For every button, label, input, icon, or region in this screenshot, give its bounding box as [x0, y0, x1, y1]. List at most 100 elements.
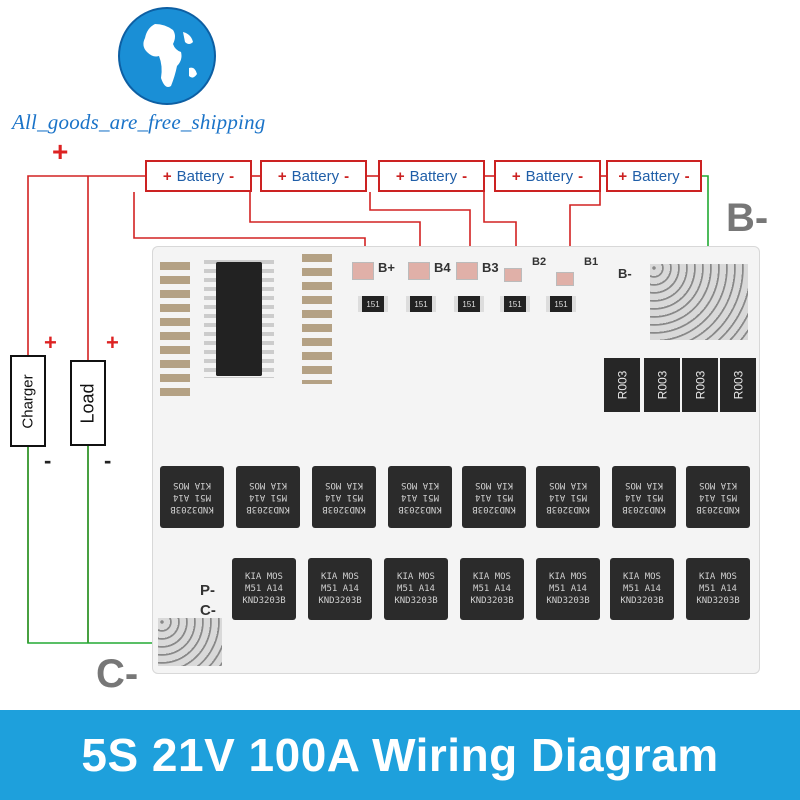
mosfet-text: M51 A14 — [475, 492, 513, 502]
battery-minus-sign: - — [462, 167, 468, 185]
mosfet-text: M51 A14 — [699, 584, 737, 594]
mosfet-text: M51 A14 — [325, 492, 363, 502]
charger-plus-sign: + — [44, 330, 57, 355]
mosfet-text: KIA MOS — [321, 572, 359, 582]
battery-plus-sign: + — [162, 167, 172, 185]
mosfet-text: M51 A14 — [397, 584, 435, 594]
battery-5: + Battery - — [606, 160, 702, 192]
mosfet-text: KND3203B — [696, 504, 740, 514]
pad-b2 — [504, 268, 522, 282]
pad-label-b-plus: B+ — [378, 260, 395, 275]
resistor-151: 151 — [406, 296, 436, 312]
b-minus-label: B- — [726, 196, 769, 240]
battery-plus-sign: + — [618, 167, 628, 185]
shunt-resistor-code: R003 — [655, 370, 669, 400]
pad-label-c-minus: C- — [200, 602, 216, 619]
load-minus-sign: - — [104, 448, 112, 473]
shunt-resistor-code: R003 — [693, 370, 707, 400]
shunt-resistor-code: R003 — [731, 370, 745, 400]
shunt-resistor: R003 — [682, 358, 718, 412]
battery-label: Battery — [176, 167, 225, 185]
resistor-151: 151 — [454, 296, 484, 312]
mosfet-text: M51 A14 — [249, 492, 287, 502]
mosfet-text: KIA MOS — [475, 480, 513, 490]
resistor-151: 151 — [358, 296, 388, 312]
battery-label: Battery — [632, 167, 680, 185]
pad-label-b3: B3 — [482, 260, 499, 275]
mosfet-text: KIA MOS — [625, 480, 663, 490]
mosfet-text: KIA MOS — [249, 480, 287, 490]
mosfet-text: KND3203B — [170, 504, 214, 514]
mosfet-text: KIA MOS — [397, 572, 435, 582]
pad-label-b1: B1 — [584, 256, 599, 268]
load-plus-sign: + — [106, 330, 119, 355]
ic-body — [216, 262, 262, 376]
globe-logo-icon — [118, 7, 216, 105]
mosfet-text: KND3203B — [242, 596, 286, 606]
charger-label: Charger — [19, 373, 37, 429]
mosfet-text: KND3203B — [318, 596, 362, 606]
c-minus-label: C- — [96, 652, 139, 696]
shop-name-text: All_goods_are_free_shipping — [12, 110, 266, 134]
mosfet-text: KND3203B — [620, 596, 664, 606]
shunt-resistor: R003 — [720, 358, 756, 412]
mosfet-text: KIA MOS — [699, 572, 737, 582]
mosfet-text: M51 A14 — [321, 584, 359, 594]
mosfet-text: M51 A14 — [401, 492, 439, 502]
battery-minus-sign: - — [229, 167, 235, 185]
pad-label-b2: B2 — [532, 256, 547, 268]
mosfet-text: KND3203B — [398, 504, 442, 514]
resistor-151: 151 — [546, 296, 576, 312]
mosfet-text: KND3203B — [696, 596, 740, 606]
mosfet-text: M51 A14 — [549, 492, 587, 502]
pad-b1 — [556, 272, 574, 286]
battery-label: Battery — [409, 167, 458, 185]
pad-label-p-minus: P- — [200, 582, 215, 599]
load-box: Load — [70, 360, 106, 446]
pad-b4 — [408, 262, 430, 280]
mosfet-text: KND3203B — [470, 596, 514, 606]
battery-plus-sign: + — [395, 167, 405, 185]
pad-label-b-minus: B- — [618, 266, 632, 281]
pad-b-plus — [352, 262, 374, 280]
shunt-resistor-code: R003 — [615, 370, 629, 400]
mosfet-text: M51 A14 — [173, 492, 211, 502]
battery-minus-sign: - — [578, 167, 584, 185]
mosfet-text: KND3203B — [246, 504, 290, 514]
banner-title: 5S 21V 100A Wiring Diagram — [81, 729, 719, 781]
battery-plus-sign: + — [511, 167, 521, 185]
mosfet-text: KIA MOS — [549, 572, 587, 582]
mosfet-text: M51 A14 — [245, 584, 283, 594]
mosfet-text: KND3203B — [546, 596, 590, 606]
battery-minus-sign: - — [344, 167, 350, 185]
mosfet-text: KND3203B — [622, 504, 666, 514]
pad-label-b4: B4 — [434, 260, 451, 275]
smd-components-middle — [302, 254, 332, 384]
shunt-resistor: R003 — [604, 358, 640, 412]
bms-circuit-board: B+ B4 B3 B2 B1 B- 151 151 151 151 151 R0… — [152, 246, 760, 674]
load-label: Load — [77, 382, 98, 424]
mosfet-text: KIA MOS — [173, 480, 211, 490]
battery-2: + Battery - — [260, 160, 367, 192]
mosfet-upper: KND3203B M51 A14 KIA MOS — [462, 466, 526, 528]
title-banner: 5S 21V 100A Wiring Diagram — [0, 710, 800, 800]
mosfet-text: KND3203B — [394, 596, 438, 606]
mosfet-text: KIA MOS — [623, 572, 661, 582]
mosfet-text: KIA MOS — [325, 480, 363, 490]
shunt-resistor: R003 — [644, 358, 680, 412]
mosfet-text: M51 A14 — [549, 584, 587, 594]
mosfet-text: M51 A14 — [699, 492, 737, 502]
mosfet-text: KND3203B — [472, 504, 516, 514]
resistor-151: 151 — [500, 296, 530, 312]
